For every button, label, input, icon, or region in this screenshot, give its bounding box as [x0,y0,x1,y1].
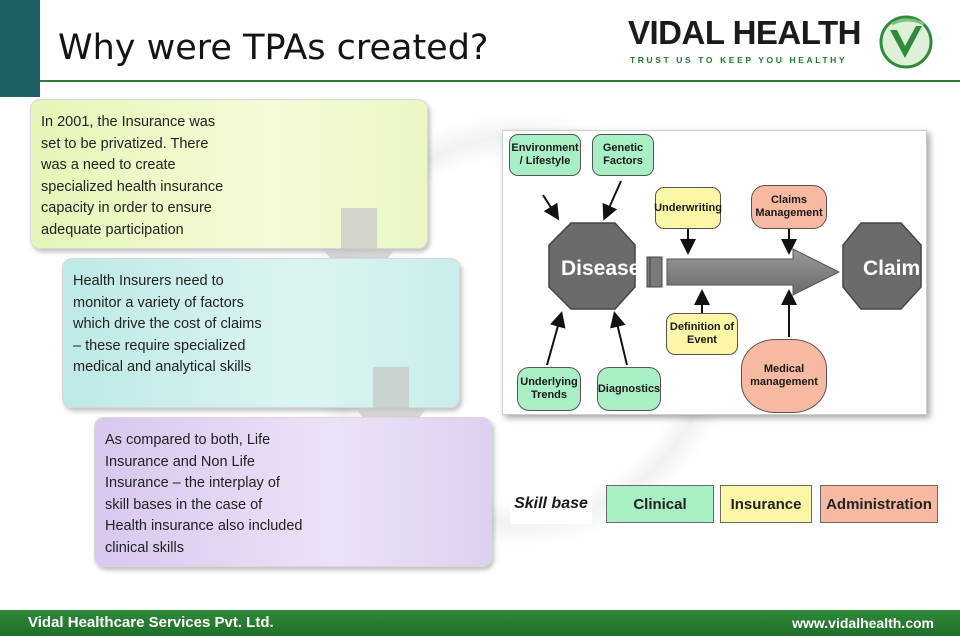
arrow-genetic [602,180,622,221]
skill-clinical: Clinical [606,485,714,523]
process-step-2-text: Health Insurers need to monitor a variet… [73,273,262,375]
process-step-1-text: In 2001, the Insurance was set to be pri… [41,114,224,238]
title-accent-bar [0,0,40,97]
node-underlying-trends: Underlying Trends [517,367,581,411]
vidal-health-logo: VIDAL HEALTH TRUST US TO KEEP YOU HEALTH… [624,12,944,72]
diagram-graphics [542,180,922,366]
node-environment-lifestyle: Environment / Lifestyle [509,134,581,176]
node-definition-of-event: Definition of Event [666,313,738,355]
connector-block [649,256,663,288]
skill-base-strip: Skill base Clinical Insurance Administra… [508,482,940,526]
arrow-environment [542,194,560,221]
process-step-3-text: As compared to both, Life Insurance and … [105,432,303,556]
claims-factor-diagram: Disease Claim Environment / Lifestyle Ge… [502,130,927,415]
skill-base-label: Skill base [510,484,592,524]
footer-website: www.vidalhealth.com [792,615,934,631]
v-swoosh-icon [879,15,933,69]
arrow-trends [546,311,566,366]
node-diagnostics: Diagnostics [597,367,661,411]
logo-name: VIDAL HEALTH [628,14,861,51]
slide-title: Why were TPAs created? [58,28,489,68]
footer-company: Vidal Healthcare Services Pvt. Ltd. [28,614,274,631]
down-arrow-icon [356,367,426,455]
claim-octagon [842,222,922,310]
down-arrow-icon [324,208,394,296]
title-divider [40,80,960,82]
process-step-2: Health Insurers need to monitor a variet… [62,258,460,408]
flow-arrow [666,248,841,296]
skill-administration: Administration [820,485,938,523]
disease-label: Disease [561,257,641,280]
process-step-3: As compared to both, Life Insurance and … [94,417,492,567]
node-claims-management: Claims Management [751,185,827,229]
node-medical-management: Medical management [741,339,827,413]
node-genetic-factors: Genetic Factors [592,134,654,176]
arrow-diagnostics [610,311,628,366]
disease-octagon [548,222,636,310]
node-underwriting: Underwriting [654,187,722,229]
logo-tagline: TRUST US TO KEEP YOU HEALTHY [630,55,848,65]
claim-label: Claim [863,257,921,280]
footer-bar: Vidal Healthcare Services Pvt. Ltd. www.… [0,610,960,636]
skill-insurance: Insurance [720,485,812,523]
